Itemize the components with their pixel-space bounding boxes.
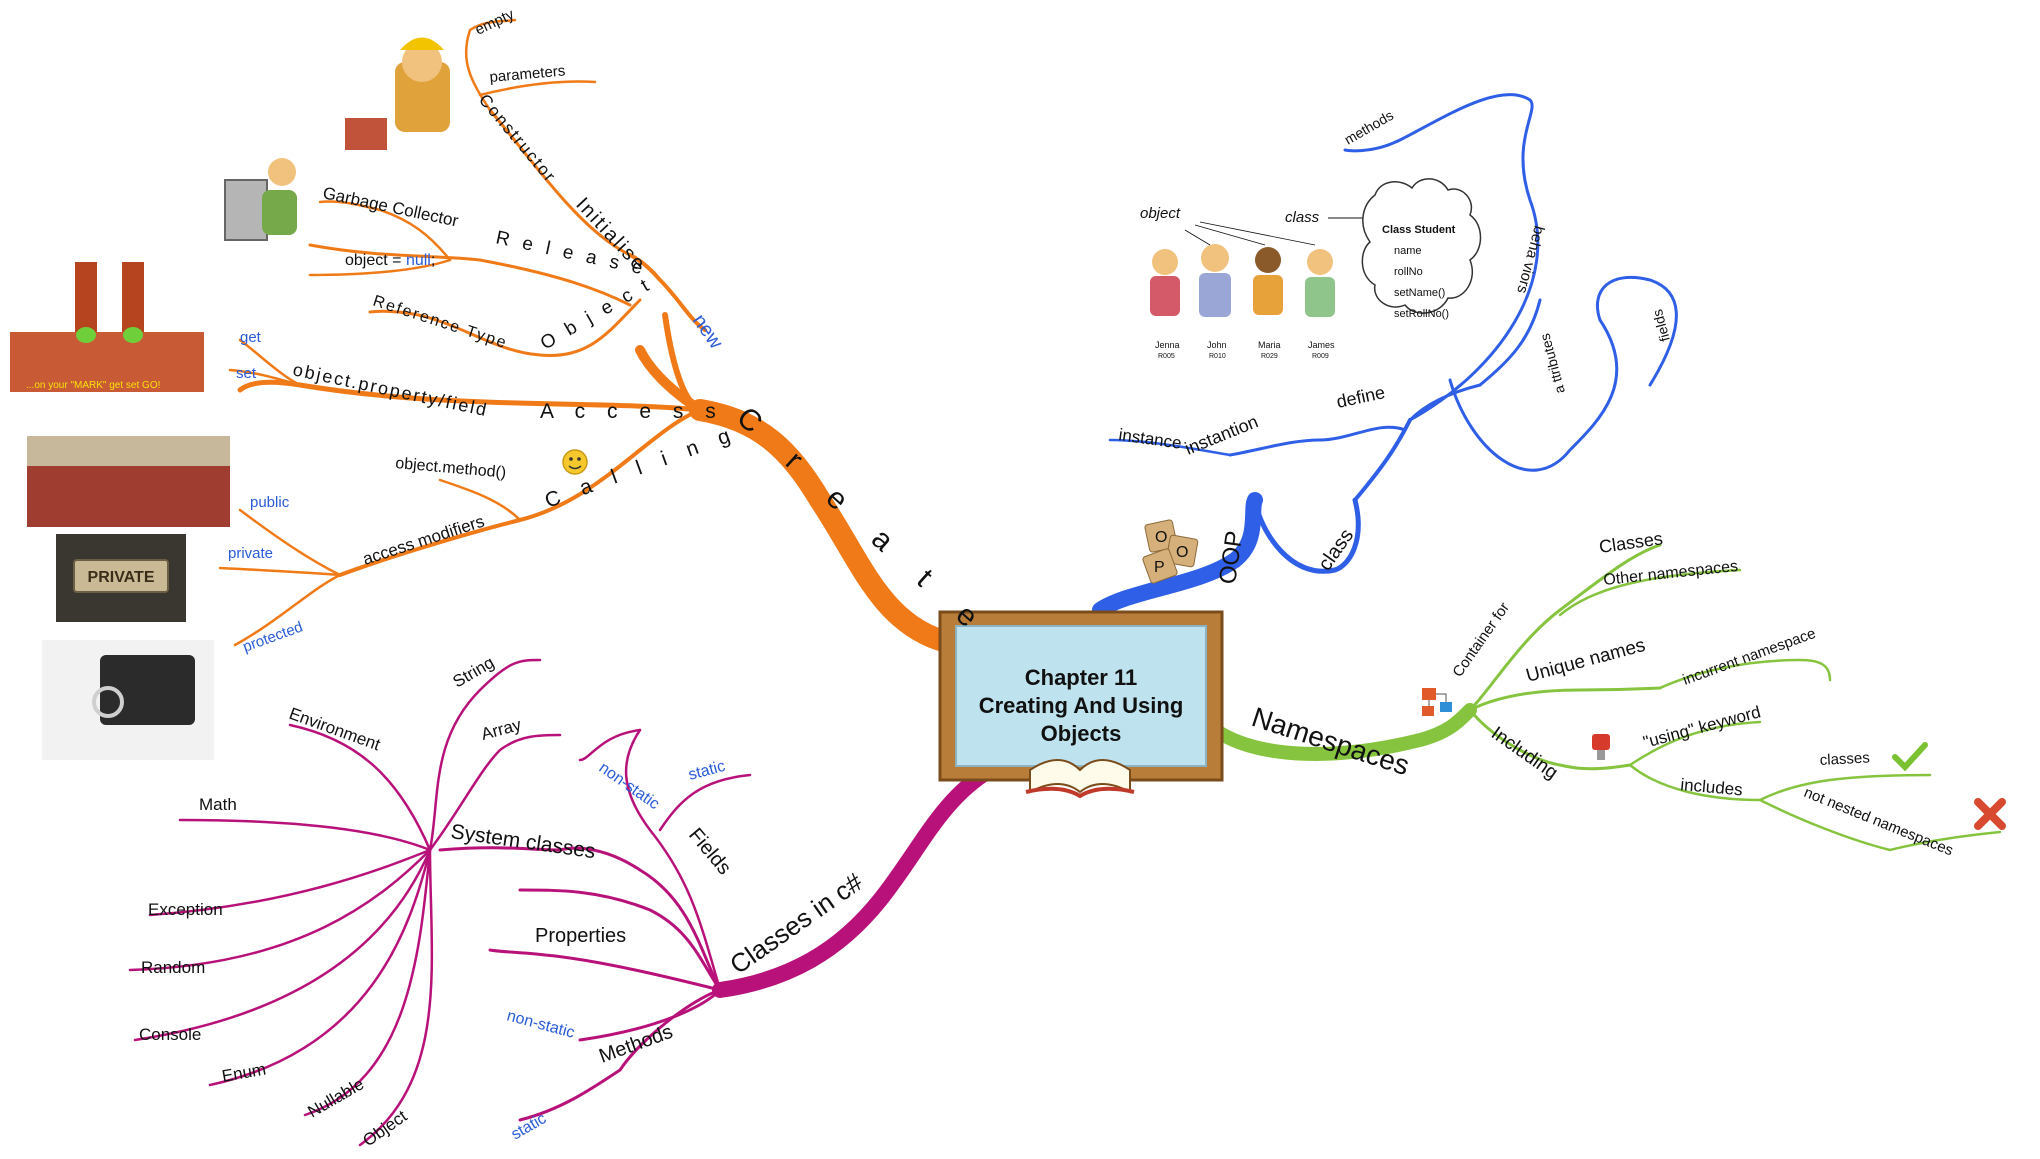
svg-text:R009: R009 [1312,353,1329,360]
classes-branch [128,658,998,1147]
create-branch [218,18,951,651]
unique-names-label: Unique names [1524,635,1648,687]
student-jenna: Jenna R005 [1150,249,1180,360]
create-label: C r e a t e [730,401,997,646]
random-label: Random [141,958,205,977]
figure-member-2: rollNo [1394,266,1423,278]
set-label: set [236,365,257,382]
hierarchy-icon [1422,688,1452,716]
math-label: Math [199,795,237,814]
enum-label: Enum [220,1060,267,1086]
object-class-label: Object [359,1106,410,1150]
console-label: Console [139,1025,201,1044]
svg-text:Maria: Maria [1258,340,1281,350]
start-banner-text: ...on your "MARK" get set GO! [26,380,160,391]
get-label: get [240,329,262,346]
starting-line-image: ...on your "MARK" get set GO! [10,262,204,392]
methods-static-label: static [509,1110,550,1143]
fields-label: fields [1649,308,1673,344]
private-sign-image: PRIVATE [56,534,186,622]
protected-label: protected [241,618,306,655]
classes-small-label: classes [1819,749,1870,769]
create-labels: C r e a t e new Initialise Constructor e… [228,6,997,656]
empty-label: empty [473,6,518,39]
class-object-figure: object class Class Student name rollNo s… [1140,178,1482,360]
method-call-label: object.method() [395,455,507,482]
constructor-label: Constructor [475,90,560,186]
svg-text:Jenna: Jenna [1155,340,1180,350]
fields-non-static-label: non-static [596,759,663,813]
using-keyword-label: "using" keyword [1641,702,1763,752]
public-label: public [250,494,290,511]
tile-3: P [1154,559,1165,576]
oop-tiles-icon: O O P [1142,519,1199,584]
nullable-label: Nullable [305,1074,368,1121]
access-modifiers-label: access modifiers [360,512,486,569]
access-label: A c c e s s [540,400,724,423]
svg-text:R010: R010 [1209,353,1226,360]
namespaces-branch [1208,543,2002,852]
plug-icon [1592,734,1610,760]
behaviors-label: beha viors [1513,224,1547,295]
figure-class-label: class [1285,209,1320,226]
tile-2: O [1176,544,1188,561]
locked-keyboard-image [42,640,214,760]
oop-label: OOP [1214,529,1248,586]
oop-branch [1092,93,1678,618]
cross-icon [1974,798,2006,830]
svg-text:James: James [1308,340,1335,350]
center-line-3: Objects [1041,721,1122,746]
namespaces-labels: Namespaces Container for Classes Other n… [1248,528,2006,859]
smiley-icon [562,449,588,475]
svg-text:John: John [1207,340,1227,350]
figure-member-1: name [1394,245,1422,257]
reference-type-label: Reference Type [371,293,510,353]
including-label: Including [1487,723,1561,784]
student-maria: Maria R029 [1253,247,1283,360]
methods-non-static-label: non-static [505,1007,576,1041]
system-classes-label: System classes [449,820,597,863]
figure-member-4: setRollNo() [1394,308,1449,320]
figure-class-title: Class Student [1382,224,1456,236]
methods-label: methods [1342,107,1397,148]
figure-member-3: setName() [1394,287,1445,299]
incurrent-namespace-label: incurrent namespace [1681,625,1818,689]
garbage-collector-label: Garbage Collector [321,183,460,230]
center-line-2: Creating And Using [979,693,1184,718]
construction-worker-image [345,37,450,150]
string-label: String [450,653,498,692]
oop-labels: OOP O O P class define instantion instan… [1117,107,1672,586]
instance-label: instance [1117,425,1182,453]
open-book-icon [1025,759,1135,799]
svg-text:R005: R005 [1158,353,1175,360]
includes-label: includes [1680,775,1744,799]
private-label: private [228,545,273,562]
new-label: new [688,310,727,353]
svg-text:R029: R029 [1261,353,1278,360]
garbage-worker-image [224,158,297,241]
classes-labels: Classes in c# System classes String Arra… [139,653,869,1150]
object-null-label: object = null; [345,252,435,269]
define-label: define [1335,382,1387,412]
private-sign-text: PRIVATE [88,569,155,586]
attributes-label: a ttributes [1537,332,1568,396]
check-icon [1892,742,1928,772]
parameters-label: parameters [489,62,566,86]
properties-label: Properties [535,925,626,947]
student-john: John R010 [1199,244,1231,360]
fields-label: Fields [684,824,735,879]
exception-label: Exception [148,900,223,919]
center-line-1: Chapter 11 [1025,665,1138,690]
central-topic: Chapter 11 Creating And Using Objects [938,610,1224,799]
classes-label: Classes [1598,528,1664,557]
environment-label: Environment [287,704,383,755]
figure-object-label: object [1140,205,1181,222]
tile-1: O [1155,529,1167,546]
student-james: James R009 [1305,249,1335,360]
crowd-image [27,436,230,527]
